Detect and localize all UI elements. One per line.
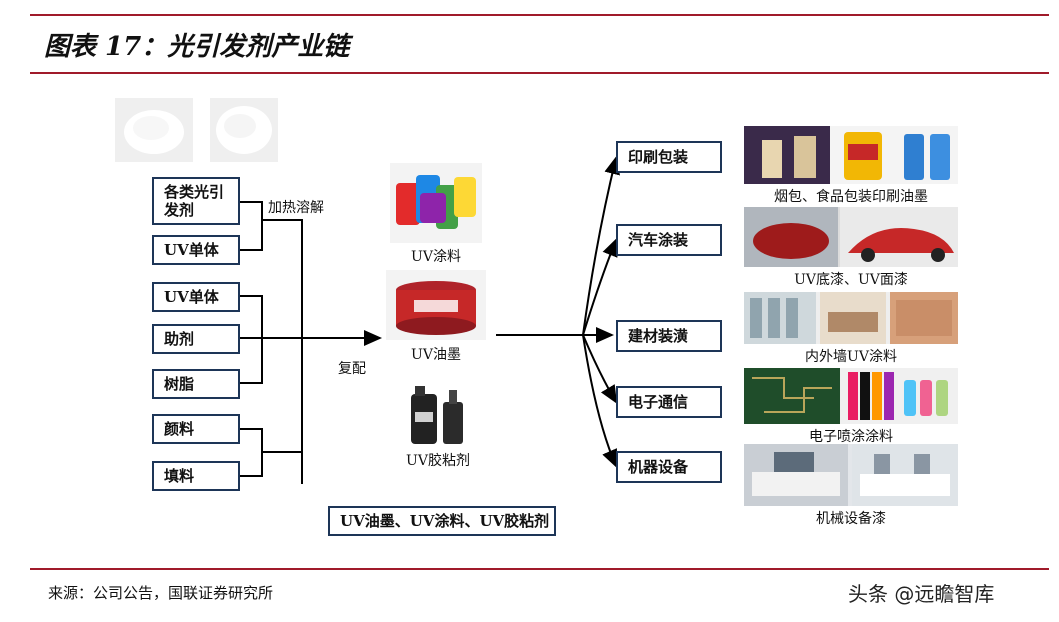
figure-title: 图表 17：光引发剂产业链 bbox=[44, 32, 350, 62]
app-label: 建材装潢 bbox=[628, 327, 689, 345]
input-label: 填料 bbox=[164, 467, 195, 485]
app-box-printing-packaging: 印刷包装 bbox=[616, 141, 722, 173]
powder-photo-2 bbox=[210, 98, 278, 162]
app-caption-electronics: 电子喷涂涂料 bbox=[809, 429, 893, 445]
title-bar: 图表 17：光引发剂产业链 bbox=[30, 14, 1049, 74]
product-caption-coating: UV涂料 bbox=[411, 249, 461, 265]
building-photo bbox=[744, 292, 958, 344]
product-caption-ink: UV油墨 bbox=[411, 347, 461, 363]
input-label: 各类光引发剂 bbox=[164, 183, 225, 219]
packaging-photo bbox=[744, 126, 958, 184]
input-box-resin: 树脂 bbox=[152, 369, 240, 399]
app-caption-automotive: UV底漆、UV面漆 bbox=[794, 272, 908, 288]
input-box-pigment: 颜料 bbox=[152, 414, 240, 444]
app-label: 机器设备 bbox=[628, 458, 689, 476]
product-caption-adhesive: UV胶粘剂 bbox=[406, 453, 470, 469]
watermark: 头条 @远瞻智库 bbox=[848, 582, 995, 606]
input-label: UV单体 bbox=[164, 288, 219, 306]
app-label: 汽车涂装 bbox=[628, 231, 689, 249]
app-box-electronics: 电子通信 bbox=[616, 386, 722, 418]
input-box-additive: 助剂 bbox=[152, 324, 240, 354]
input-label: 颜料 bbox=[164, 420, 195, 438]
input-box-uv-monomer-1: UV单体 bbox=[152, 235, 240, 265]
app-label: 电子通信 bbox=[628, 393, 689, 411]
input-box-photoinitiator: 各类光引发剂 bbox=[152, 177, 240, 225]
heat-dissolve-note: 加热溶解 bbox=[268, 200, 324, 216]
electronics-photo bbox=[744, 368, 958, 424]
automotive-photo bbox=[744, 207, 958, 267]
app-box-automotive: 汽车涂装 bbox=[616, 224, 722, 256]
input-label: UV单体 bbox=[164, 241, 219, 259]
input-box-filler: 填料 bbox=[152, 461, 240, 491]
powder-photo-1 bbox=[115, 98, 193, 162]
footer-divider bbox=[30, 568, 1049, 570]
app-caption-machinery: 机械设备漆 bbox=[816, 511, 886, 527]
app-label: 印刷包装 bbox=[628, 148, 689, 166]
uv-coating-photo bbox=[390, 163, 482, 243]
app-caption-building: 内外墙UV涂料 bbox=[805, 349, 897, 365]
input-label: 树脂 bbox=[164, 375, 195, 393]
products-summary-label: UV油墨、UV涂料、UV胶粘剂 bbox=[340, 512, 550, 530]
input-label: 助剂 bbox=[164, 330, 195, 348]
machinery-photo bbox=[744, 444, 958, 506]
products-summary-box: UV油墨、UV涂料、UV胶粘剂 bbox=[328, 506, 556, 536]
input-box-uv-monomer-2: UV单体 bbox=[152, 282, 240, 312]
uv-adhesive-photo bbox=[403, 382, 473, 448]
compound-note: 复配 bbox=[338, 361, 366, 377]
source-note: 来源：公司公告，国联证券研究所 bbox=[48, 584, 274, 602]
uv-ink-photo bbox=[386, 270, 486, 340]
app-box-machinery: 机器设备 bbox=[616, 451, 722, 483]
app-caption-packaging: 烟包、食品包装印刷油墨 bbox=[774, 189, 928, 205]
app-box-building: 建材装潢 bbox=[616, 320, 722, 352]
